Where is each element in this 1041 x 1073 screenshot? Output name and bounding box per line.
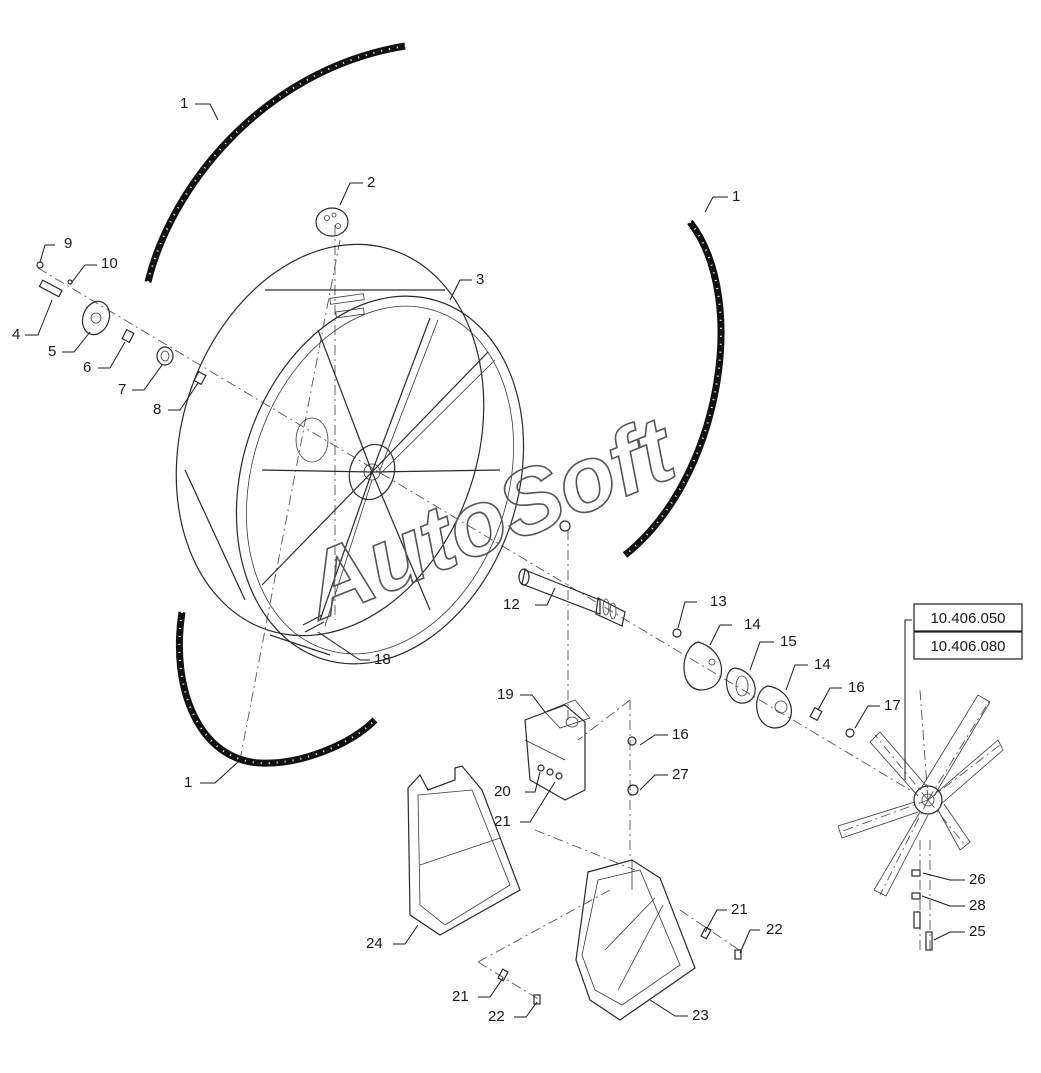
seal-bottom-left [175,611,378,767]
label-part-24: 24 [366,935,383,952]
part-23-stand [575,859,696,1021]
reference-boxes: 10.406.050 10.406.080 [913,603,1023,660]
label-seal-bottom: 1 [184,774,192,791]
fan-rotor [837,689,1004,897]
label-part-5: 5 [48,343,56,360]
seal-top-left [144,42,406,283]
label-part-21a: 21 [494,813,511,830]
label-part-28: 28 [969,897,986,914]
label-seal-right: 1 [732,188,740,205]
label-part-13: 13 [710,593,727,610]
label-part-3: 3 [476,271,484,288]
label-part-18: 18 [374,651,391,668]
label-part-23: 23 [692,1007,709,1024]
part-19-bracket [524,699,591,801]
label-part-16a: 16 [848,679,865,696]
label-seal-top: 1 [180,95,188,112]
left-axle-parts [36,261,207,386]
reference-box-1 [913,603,1023,632]
label-part-21c: 21 [731,901,748,918]
label-part-4: 4 [12,326,20,343]
bracket-fasteners [627,736,639,796]
label-part-7: 7 [118,381,126,398]
label-part-21b: 21 [452,988,469,1005]
reference-box-2 [913,631,1023,660]
part-2-plate [315,207,349,237]
label-part-6: 6 [83,359,91,376]
label-part-15: 15 [780,633,797,650]
reference-10-406-080: 10.406.080 [930,638,1005,655]
part-24-guard [407,765,521,936]
wheel-spokes [261,317,501,627]
label-part-27: 27 [672,766,689,783]
part-labels: 1 1 1 2 3 4 5 6 7 8 9 10 12 13 14 15 14 … [12,95,986,1025]
leader-lines [25,103,965,1018]
label-part-22b: 22 [766,921,783,938]
label-part-19: 19 [497,686,514,703]
drum-wheel [175,243,525,665]
label-part-2: 2 [367,174,375,191]
bearing-stack [672,628,855,738]
label-part-10: 10 [101,255,118,272]
label-part-9: 9 [64,235,72,252]
label-part-14b: 14 [814,656,831,673]
reference-10-406-050: 10.406.050 [930,610,1005,627]
watermark-text: AutoSoft [287,397,690,639]
label-part-12: 12 [503,596,520,613]
label-part-8: 8 [153,401,161,418]
seal-right [622,219,725,558]
axis-lines [37,225,931,1001]
label-part-14a: 14 [744,616,761,633]
label-part-16b: 16 [672,726,689,743]
stand-bolts [497,926,742,1005]
fan-fasteners [911,869,933,951]
label-part-22a: 22 [488,1008,505,1025]
part-18-pin [302,614,325,633]
label-part-26: 26 [969,871,986,888]
part-12-shaft [518,520,626,627]
label-part-17: 17 [884,697,901,714]
label-part-25: 25 [969,923,986,940]
label-part-20: 20 [494,783,511,800]
